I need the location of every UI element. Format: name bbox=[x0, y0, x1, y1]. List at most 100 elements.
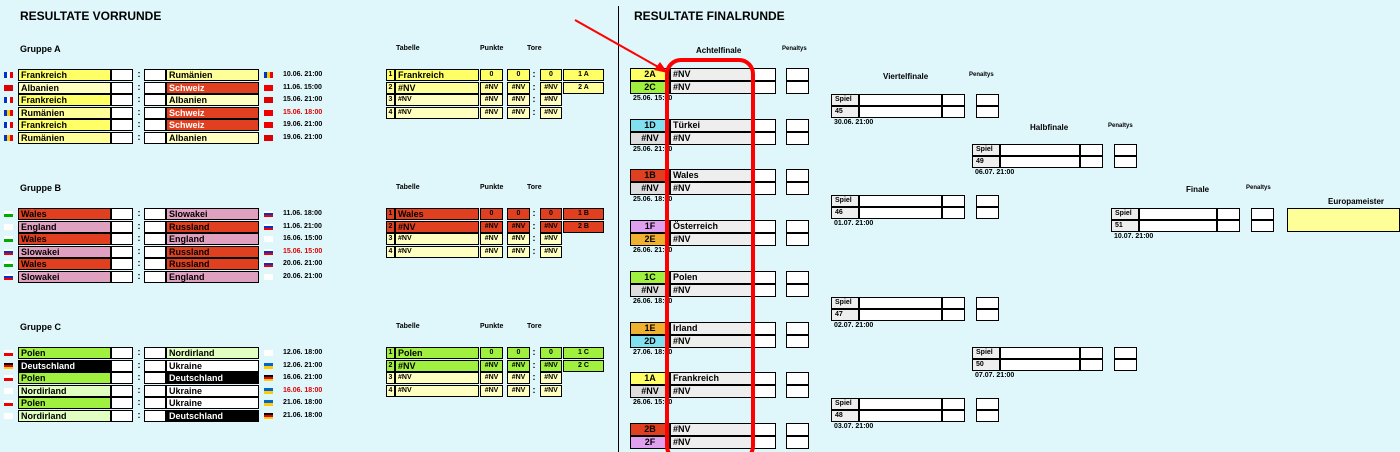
penalty-input[interactable] bbox=[786, 422, 809, 436]
score-home-input[interactable] bbox=[111, 132, 133, 144]
score-away-input[interactable] bbox=[144, 81, 166, 94]
penalty-input[interactable] bbox=[976, 410, 999, 422]
penalty-input[interactable] bbox=[1114, 156, 1137, 168]
penalty-input[interactable] bbox=[976, 297, 999, 309]
viertelfinale-team bbox=[859, 207, 942, 219]
table-points: #NV bbox=[480, 372, 503, 385]
score-away-input[interactable] bbox=[144, 245, 166, 258]
score-away-input[interactable] bbox=[144, 271, 166, 283]
score-away-input[interactable] bbox=[144, 372, 166, 385]
penalty-input[interactable] bbox=[786, 270, 809, 284]
score-away-input[interactable] bbox=[144, 132, 166, 144]
score-input[interactable] bbox=[1080, 347, 1103, 359]
score-away-input[interactable] bbox=[144, 208, 166, 220]
table-goals-for: #NV bbox=[507, 245, 530, 258]
flag-icon bbox=[264, 135, 273, 141]
score-input[interactable] bbox=[1080, 359, 1103, 371]
score-input[interactable] bbox=[1080, 144, 1103, 156]
table-goals-for: #NV bbox=[507, 81, 530, 94]
score-input[interactable] bbox=[942, 106, 965, 118]
score-input[interactable] bbox=[942, 309, 965, 321]
score-home-input[interactable] bbox=[111, 384, 133, 397]
penalty-input[interactable] bbox=[976, 195, 999, 207]
score-home-input[interactable] bbox=[111, 94, 133, 107]
score-input[interactable] bbox=[942, 398, 965, 410]
penalty-input[interactable] bbox=[1114, 347, 1137, 359]
score-home-input[interactable] bbox=[111, 81, 133, 94]
match-away-team: Schweiz bbox=[166, 81, 259, 94]
penalty-input[interactable] bbox=[1114, 359, 1137, 371]
score-away-input[interactable] bbox=[144, 106, 166, 119]
score-away-input[interactable] bbox=[144, 233, 166, 246]
score-input[interactable] bbox=[942, 94, 965, 106]
penalty-input[interactable] bbox=[786, 81, 809, 94]
score-away-input[interactable] bbox=[144, 359, 166, 372]
score-away-input[interactable] bbox=[144, 220, 166, 233]
goals-separator: : bbox=[532, 69, 536, 79]
score-input[interactable] bbox=[942, 410, 965, 422]
score-home-input[interactable] bbox=[111, 271, 133, 283]
table-points: #NV bbox=[480, 245, 503, 258]
score-input[interactable] bbox=[942, 207, 965, 219]
score-input[interactable] bbox=[1217, 220, 1240, 232]
penalty-input[interactable] bbox=[786, 435, 809, 449]
score-home-input[interactable] bbox=[111, 69, 133, 81]
score-away-input[interactable] bbox=[144, 94, 166, 107]
score-home-input[interactable] bbox=[111, 233, 133, 246]
score-input[interactable] bbox=[1217, 208, 1240, 220]
match-home-team: Rumänien bbox=[18, 132, 111, 144]
score-home-input[interactable] bbox=[111, 119, 133, 132]
match-date: 20.06. 21:00 bbox=[283, 273, 323, 280]
score-home-input[interactable] bbox=[111, 220, 133, 233]
penalty-input[interactable] bbox=[786, 385, 809, 399]
penalty-input[interactable] bbox=[1114, 144, 1137, 156]
penalty-input[interactable] bbox=[976, 106, 999, 118]
score-away-input[interactable] bbox=[144, 69, 166, 81]
score-away-input[interactable] bbox=[144, 410, 166, 422]
score-separator: : bbox=[137, 410, 141, 420]
penalty-input[interactable] bbox=[786, 169, 809, 183]
score-home-input[interactable] bbox=[111, 258, 133, 271]
score-input[interactable] bbox=[942, 195, 965, 207]
penalty-input[interactable] bbox=[786, 334, 809, 348]
penalty-input[interactable] bbox=[786, 233, 809, 247]
penalty-input[interactable] bbox=[976, 207, 999, 219]
score-away-input[interactable] bbox=[144, 258, 166, 271]
match-date: 19.06. 21:00 bbox=[283, 134, 323, 141]
score-away-input[interactable] bbox=[144, 119, 166, 132]
penalty-input[interactable] bbox=[786, 220, 809, 234]
penalty-input[interactable] bbox=[976, 94, 999, 106]
score-input[interactable] bbox=[1080, 156, 1103, 168]
penalty-input[interactable] bbox=[786, 118, 809, 132]
score-home-input[interactable] bbox=[111, 208, 133, 220]
penalty-input[interactable] bbox=[976, 398, 999, 410]
knockout-team: #NV bbox=[670, 182, 776, 196]
score-home-input[interactable] bbox=[111, 359, 133, 372]
score-home-input[interactable] bbox=[111, 397, 133, 410]
penalty-input[interactable] bbox=[786, 372, 809, 386]
header-penaltys: Penaltys bbox=[969, 72, 994, 78]
table-goals-against: #NV bbox=[540, 372, 562, 385]
penalty-input[interactable] bbox=[786, 131, 809, 145]
score-home-input[interactable] bbox=[111, 410, 133, 422]
penalty-input[interactable] bbox=[786, 68, 809, 81]
score-separator: : bbox=[137, 347, 141, 357]
score-input[interactable] bbox=[942, 297, 965, 309]
score-home-input[interactable] bbox=[111, 372, 133, 385]
score-home-input[interactable] bbox=[111, 245, 133, 258]
score-away-input[interactable] bbox=[144, 384, 166, 397]
penalty-input[interactable] bbox=[1251, 208, 1274, 220]
flag-icon bbox=[264, 109, 273, 116]
score-away-input[interactable] bbox=[144, 347, 166, 359]
table-goals-against: 0 bbox=[540, 208, 562, 220]
score-away-input[interactable] bbox=[144, 397, 166, 410]
match-away-team: Ukraine bbox=[166, 359, 259, 372]
penalty-input[interactable] bbox=[786, 321, 809, 335]
score-home-input[interactable] bbox=[111, 106, 133, 119]
penalty-input[interactable] bbox=[786, 283, 809, 297]
score-home-input[interactable] bbox=[111, 347, 133, 359]
penalty-input[interactable] bbox=[976, 309, 999, 321]
penalty-input[interactable] bbox=[1251, 220, 1274, 232]
flag-icon bbox=[4, 72, 13, 78]
penalty-input[interactable] bbox=[786, 182, 809, 196]
